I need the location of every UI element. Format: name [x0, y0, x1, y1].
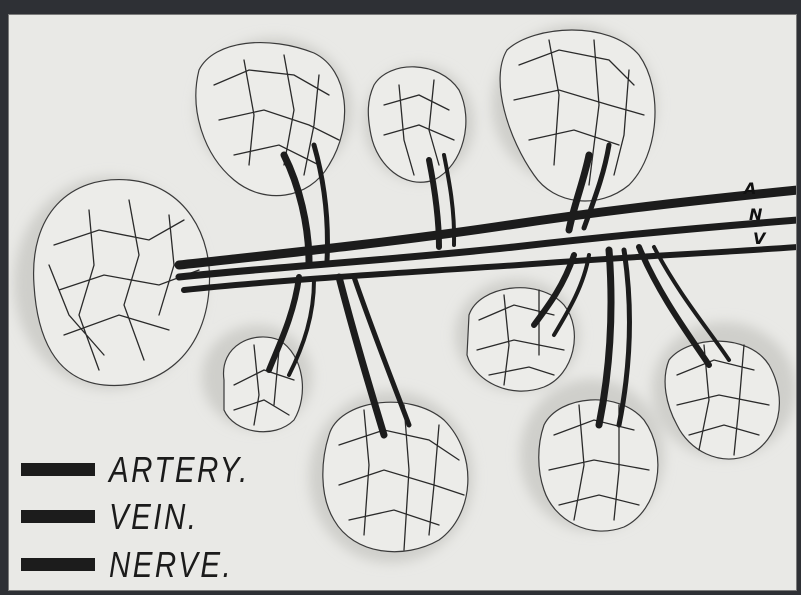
vein-tag: V: [753, 229, 765, 248]
legend-label-nerve: NERVE.: [109, 546, 233, 584]
illustration-plate: A N V ARTERY. VEIN. NERVE.: [8, 14, 797, 591]
legend-row-vein: VEIN.: [109, 498, 218, 536]
nerve-tag: N: [749, 205, 762, 224]
lobule-right-middle: [467, 288, 574, 391]
lobule-top-right: [500, 30, 655, 201]
nerve-swatch: [21, 558, 95, 571]
legend-swatches: [21, 463, 95, 571]
lobule-left: [34, 180, 210, 386]
artery-swatch: [21, 463, 95, 476]
legend-row-nerve: NERVE.: [109, 546, 260, 584]
lobule-bottom-middle: [323, 402, 468, 551]
artery-tag: A: [744, 179, 756, 198]
legend-row-artery: ARTERY.: [109, 451, 281, 489]
vein-swatch: [21, 510, 95, 523]
legend-label-vein: VEIN.: [109, 498, 198, 536]
legend-label-artery: ARTERY.: [109, 451, 250, 489]
